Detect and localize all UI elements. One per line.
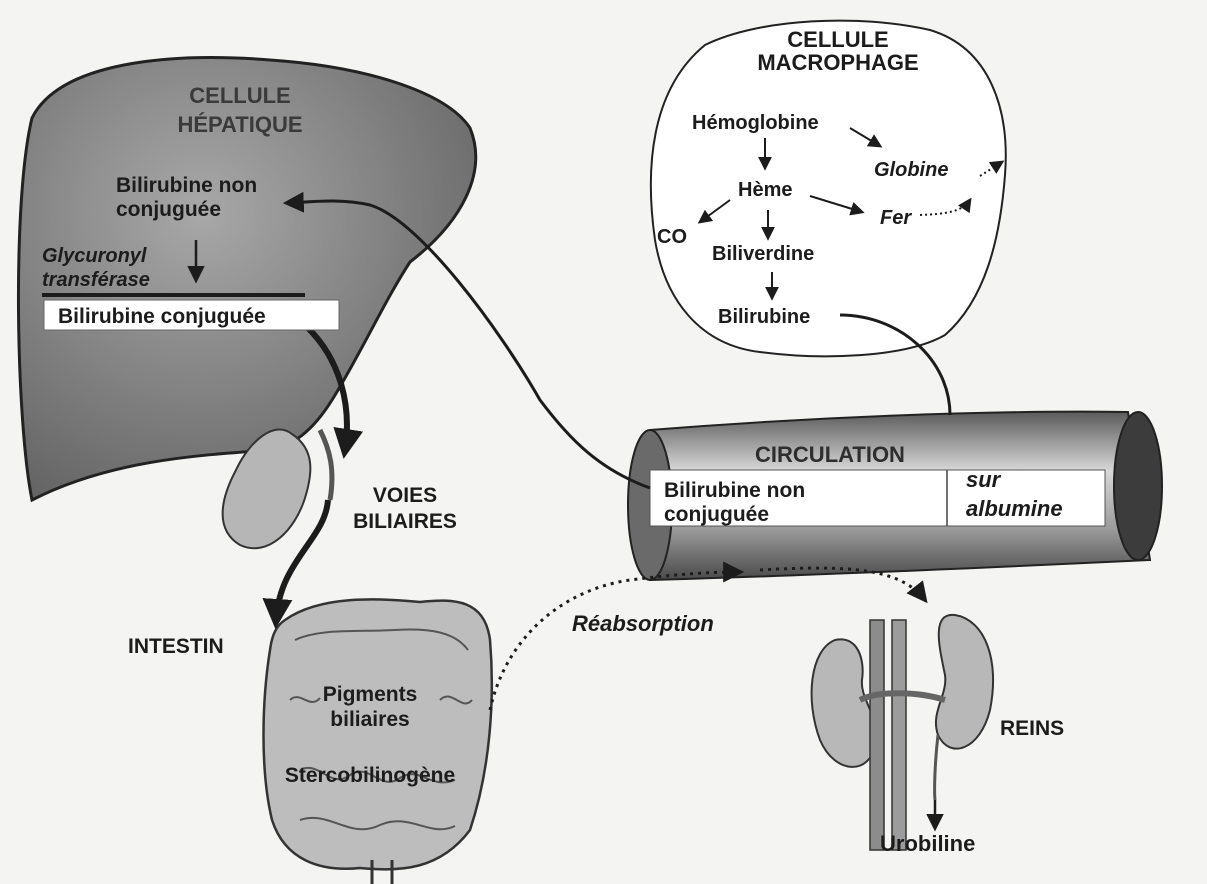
liver-title-2: HÉPATIQUE xyxy=(177,112,302,137)
liver-unconj-1: Bilirubine non xyxy=(116,174,257,197)
sterco-label: Stercobilinogène xyxy=(285,764,455,787)
pigments-2: biliaires xyxy=(330,708,409,731)
circulation-unconj-2: conjuguée xyxy=(664,503,769,526)
intestine-shape xyxy=(264,599,492,884)
label-heme: Hème xyxy=(738,179,792,201)
voies-1: VOIES xyxy=(373,484,437,507)
circulation-carrier-1: sur xyxy=(966,467,1002,492)
liver-unconj-2: conjuguée xyxy=(116,198,221,221)
intestin-label: INTESTIN xyxy=(128,635,224,658)
liver-conj-label: Bilirubine conjuguée xyxy=(58,305,266,328)
label-co: CO xyxy=(657,226,687,248)
label-globine: Globine xyxy=(874,159,948,181)
label-hemoglobine: Hémoglobine xyxy=(692,112,819,134)
label-bilirubine: Bilirubine xyxy=(718,306,810,328)
liver-enzyme-1: Glycuronyl xyxy=(42,245,147,267)
bile-duct xyxy=(320,430,332,500)
liver-enzyme-2: transférase xyxy=(42,269,150,291)
label-biliverdine: Biliverdine xyxy=(712,243,814,265)
voies-2: BILIAIRES xyxy=(353,510,457,533)
macrophage-title-2: MACROPHAGE xyxy=(757,50,918,75)
reabsorption-label: Réabsorption xyxy=(572,611,714,636)
reins-label: REINS xyxy=(1000,717,1064,740)
urobiline-label: Urobiline xyxy=(880,831,975,856)
circulation-title: CIRCULATION xyxy=(755,442,905,467)
liver-title-1: CELLULE xyxy=(189,83,290,108)
pigments-1: Pigments xyxy=(323,683,418,706)
label-fer: Fer xyxy=(880,207,912,229)
arrow-reabsorption xyxy=(490,572,740,710)
kidneys-shape xyxy=(812,615,994,850)
macrophage-title-1: CELLULE xyxy=(787,27,888,52)
circulation-unconj-1: Bilirubine non xyxy=(664,479,805,502)
circulation-carrier-2: albumine xyxy=(966,496,1063,521)
